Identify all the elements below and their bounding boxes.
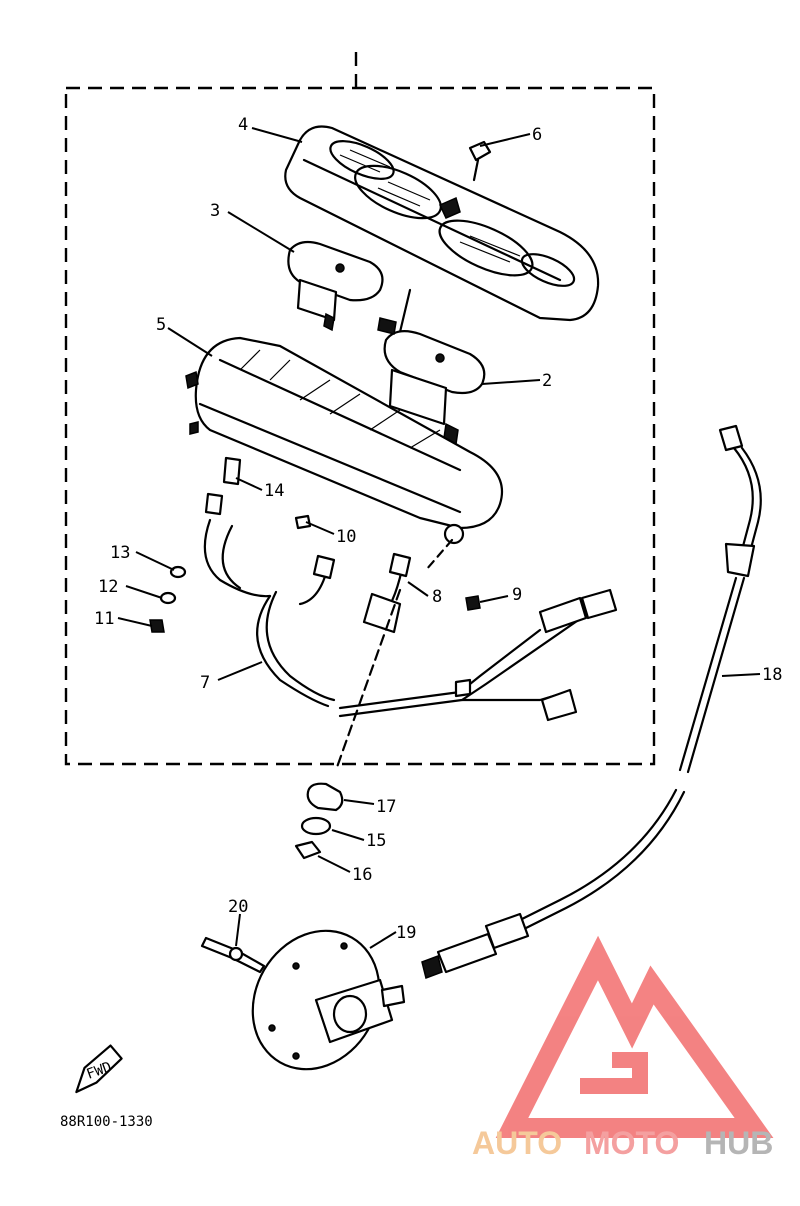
assembly-boundary <box>64 52 656 766</box>
callout-17: 17 <box>376 797 396 817</box>
watermark-logo <box>495 935 774 1138</box>
callout-4: 4 <box>238 115 248 135</box>
watermark-text: AUTO MOTO HUB <box>472 1125 773 1161</box>
callout-18: 18 <box>762 665 782 685</box>
watermark-moto: MOTO <box>584 1125 679 1161</box>
wire-harness-part <box>203 518 618 722</box>
callout-16: 16 <box>352 865 372 885</box>
callout-20: 20 <box>228 897 248 917</box>
meter-gear-part <box>251 929 406 1071</box>
leader-lines <box>117 127 761 949</box>
speedometer-gauge-part <box>377 317 486 446</box>
nut-part-11 <box>149 619 165 633</box>
washer-part-12 <box>159 591 177 605</box>
watermark-hub: HUB <box>704 1125 773 1161</box>
callout-14: 14 <box>264 481 284 501</box>
guide-line <box>334 538 454 772</box>
callout-11: 11 <box>94 609 114 629</box>
screw-part-10 <box>294 514 312 530</box>
washer-part-13 <box>169 565 187 579</box>
callout-9: 9 <box>512 585 522 605</box>
bolt-part-9 <box>465 595 481 611</box>
watermark-auto: AUTO <box>472 1125 562 1161</box>
callout-8: 8 <box>432 587 442 607</box>
callout-15: 15 <box>366 831 386 851</box>
callout-2: 2 <box>542 371 552 391</box>
clip-part-20 <box>200 936 266 974</box>
washer-part-15 <box>300 816 332 836</box>
callout-6: 6 <box>532 125 542 145</box>
callout-13: 13 <box>110 543 130 563</box>
drawing-code: 88R100-1330 <box>60 1114 153 1130</box>
callout-3: 3 <box>210 201 220 221</box>
speedometer-cable-part <box>421 424 762 979</box>
bulb-socket-part <box>204 456 242 516</box>
callout-19: 19 <box>396 923 416 943</box>
callout-12: 12 <box>98 577 118 597</box>
meter-cover-part <box>284 125 600 334</box>
meter-case-part <box>185 336 504 545</box>
small-gauge-part <box>287 240 384 332</box>
nut-part-16 <box>294 840 322 860</box>
callout-10: 10 <box>336 527 356 547</box>
screw-part-6 <box>468 140 492 182</box>
grommet-part-17 <box>306 782 344 812</box>
callout-5: 5 <box>156 315 166 335</box>
fwd-direction-tag: FWD <box>75 1044 123 1094</box>
callout-7: 7 <box>200 673 210 693</box>
callout-labels: 2 3 4 5 6 7 8 9 10 11 12 13 14 15 16 17 … <box>94 115 782 943</box>
